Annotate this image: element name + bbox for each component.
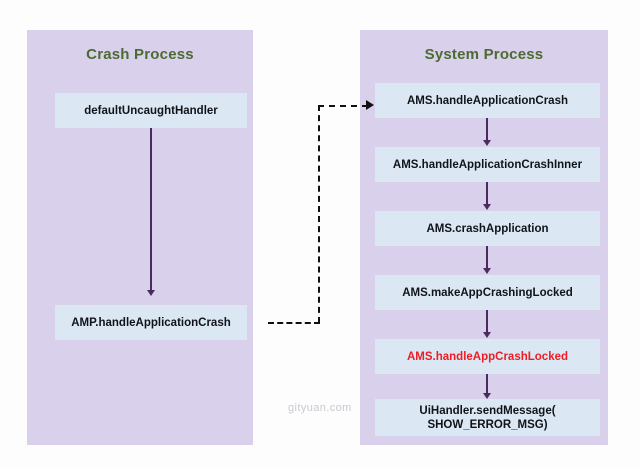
node-label: AMS.crashApplication (426, 222, 549, 235)
node-ams-handle-application-crash[interactable]: AMS.handleApplicationCrash (375, 83, 600, 118)
edge-default-uncaught-to-amp-line (150, 128, 152, 291)
node-label: AMS.handleAppCrashLocked (406, 350, 569, 363)
node-default-uncaught-handler[interactable]: defaultUncaughtHandler (55, 93, 247, 128)
edge-crash-application-to-make-app-line (486, 246, 488, 269)
node-label-line-1: UiHandler.sendMessage( (419, 404, 556, 417)
edge-default-uncaught-to-amp-arrowhead (146, 290, 155, 296)
node-label: AMS.makeAppCrashingLocked (402, 286, 573, 299)
node-label: AMP.handleApplicationCrash (71, 316, 231, 329)
edge-make-app-to-handle-app-line (486, 310, 488, 333)
watermark-text: gityuan.com (288, 402, 352, 414)
edge-handle-app-to-uihandler-line (486, 374, 488, 394)
edge-inner-to-crash-application-arrowhead (482, 204, 491, 210)
edge-inner-to-crash-application-line (486, 182, 488, 205)
node-label: AMS.handleApplicationCrashInner (392, 158, 583, 171)
node-label: AMS.handleApplicationCrash (406, 94, 569, 107)
node-label-line-2: SHOW_ERROR_MSG) (427, 418, 548, 431)
crash-process-title: Crash Process (86, 46, 194, 63)
system-process-title: System Process (424, 46, 544, 63)
edge-crash-application-to-make-app-arrowhead (482, 268, 491, 274)
edge-handle-app-to-uihandler-arrowhead (482, 393, 491, 399)
cross-process-dashed-segment-horizontal-bottom (268, 322, 320, 324)
node-label: defaultUncaughtHandler (84, 104, 218, 117)
edge-crash-to-inner-line (486, 118, 488, 141)
node-ams-handle-application-crash-inner[interactable]: AMS.handleApplicationCrashInner (375, 147, 600, 182)
edge-crash-to-inner-arrowhead (482, 140, 491, 146)
edge-make-app-to-handle-app-arrowhead (482, 332, 491, 338)
cross-process-dashed-segment-horizontal-top (318, 105, 368, 107)
node-ams-handle-app-crash-locked[interactable]: AMS.handleAppCrashLocked (375, 339, 600, 374)
node-amp-handle-application-crash[interactable]: AMP.handleApplicationCrash (55, 305, 247, 340)
cross-process-dashed-arrowhead (366, 100, 374, 110)
node-ui-handler-send-message[interactable]: UiHandler.sendMessage( SHOW_ERROR_MSG) (375, 399, 600, 436)
cross-process-dashed-segment-vertical (318, 105, 320, 323)
node-ams-crash-application[interactable]: AMS.crashApplication (375, 211, 600, 246)
node-ams-make-app-crashing-locked[interactable]: AMS.makeAppCrashingLocked (375, 275, 600, 310)
